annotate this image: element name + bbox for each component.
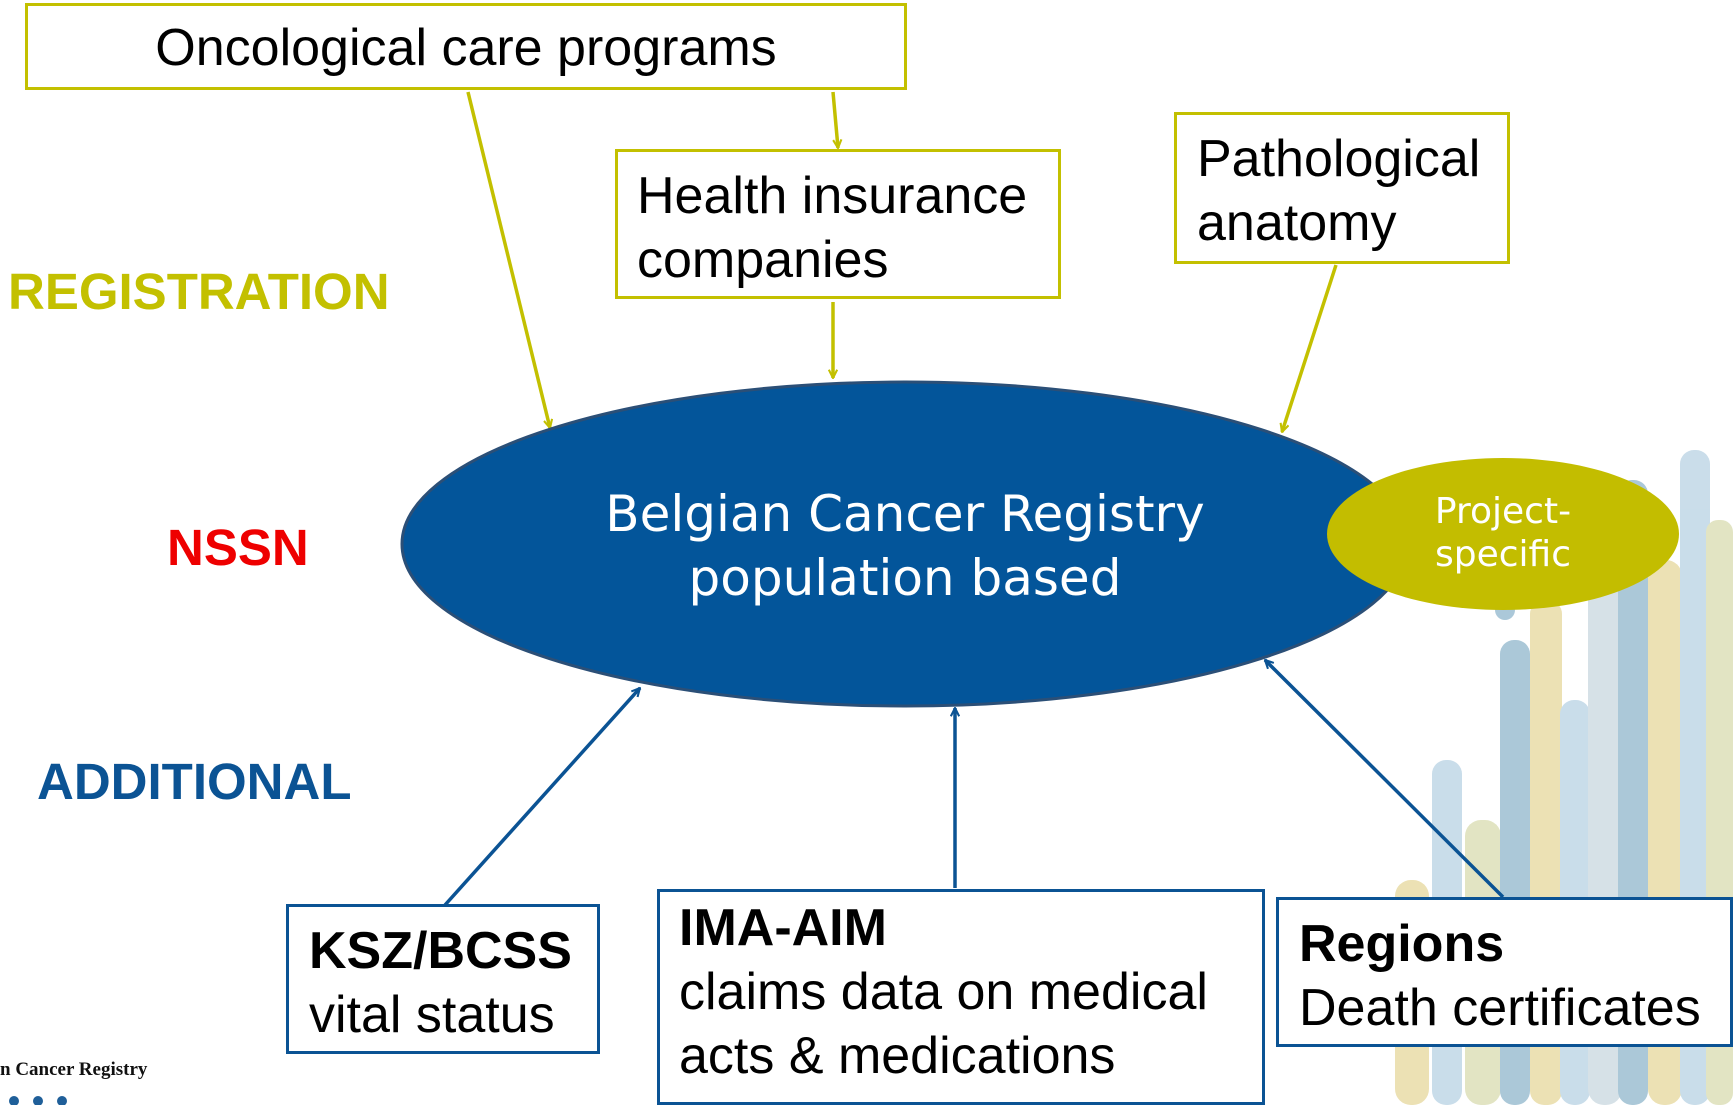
pathological-line1: Pathological xyxy=(1197,130,1481,188)
project-specific-line2: specific xyxy=(1434,534,1572,575)
arrow-pathological-to-registry xyxy=(1282,264,1338,432)
source-box-ksz: KSZ/BCSS vital status xyxy=(286,904,600,1054)
pathological-line2: anatomy xyxy=(1197,194,1397,252)
oncological-label: Oncological care programs xyxy=(155,19,777,77)
registry-title: Belgian Cancer Registry population based xyxy=(555,482,1255,610)
arrow-oncological-to-health-insurance xyxy=(831,91,838,148)
additional-arrows xyxy=(443,660,1505,907)
regions-title: Regions xyxy=(1299,915,1505,973)
ksz-title: KSZ/BCSS xyxy=(309,922,572,980)
label-registration: REGISTRATION xyxy=(8,263,390,320)
source-box-oncological: Oncological care programs xyxy=(25,3,907,90)
project-specific-line1: Project- xyxy=(1434,491,1572,532)
source-box-regions: Regions Death certificates xyxy=(1276,897,1733,1047)
source-box-health-insurance: Health insurance companies xyxy=(615,149,1061,299)
project-specific-ellipse xyxy=(1327,458,1679,610)
arrow-oncological-to-registry xyxy=(466,91,550,428)
ksz-desc: vital status xyxy=(309,986,555,1044)
source-box-pathological: Pathological anatomy xyxy=(1174,112,1510,264)
health-insurance-line2: companies xyxy=(637,231,889,289)
regions-desc: Death certificates xyxy=(1299,979,1701,1037)
registry-logo-dots xyxy=(9,1096,67,1105)
source-box-ima: IMA-AIM claims data on medical acts & me… xyxy=(657,889,1265,1105)
label-additional: ADDITIONAL xyxy=(37,753,352,810)
project-specific-label: Project- specific xyxy=(1390,490,1616,576)
health-insurance-line1: Health insurance xyxy=(637,167,1028,225)
registry-line2: population based xyxy=(688,549,1122,607)
registry-line1: Belgian Cancer Registry xyxy=(605,485,1205,543)
ima-desc-line2: acts & medications xyxy=(679,1027,1116,1085)
label-nssn: NSSN xyxy=(167,519,309,576)
registry-logo-text: n Cancer Registry xyxy=(0,1059,148,1080)
arrow-regions-to-registry xyxy=(1265,660,1505,899)
ima-title: IMA-AIM xyxy=(679,899,887,957)
arrow-ksz-to-registry xyxy=(443,688,640,907)
registration-arrows xyxy=(466,91,1338,432)
ima-desc-line1: claims data on medical xyxy=(679,963,1208,1021)
